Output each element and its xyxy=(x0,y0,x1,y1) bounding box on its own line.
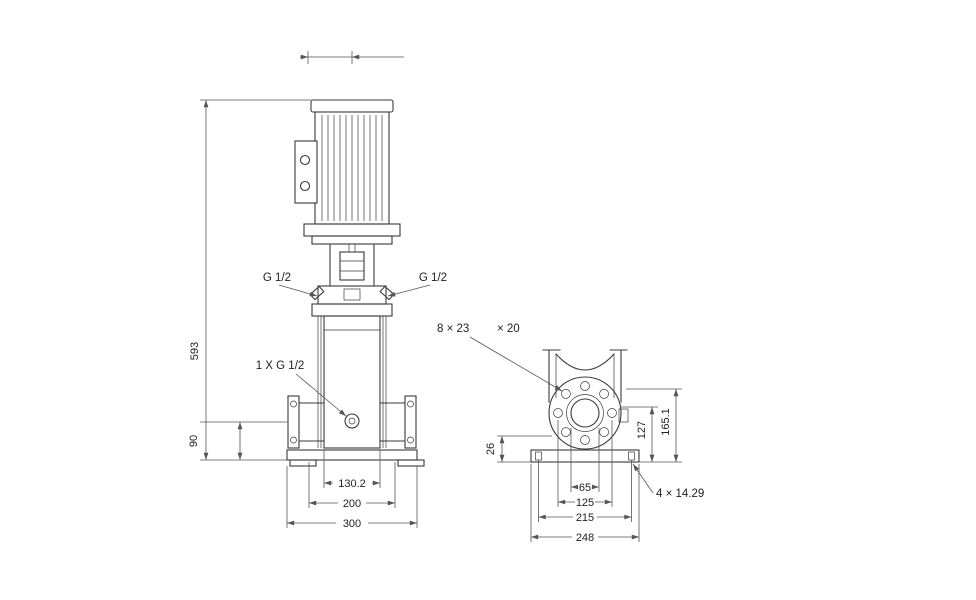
motor-fins xyxy=(321,115,383,221)
end-view xyxy=(530,349,640,463)
dim-mid-width: 200 xyxy=(343,498,361,510)
anchor-slot-left xyxy=(535,451,542,461)
motor-flange xyxy=(303,223,401,237)
cable-entry-top xyxy=(299,154,311,166)
drain-plug xyxy=(344,413,360,429)
base-holes-label: 4 × 14.29 xyxy=(656,488,704,500)
terminal-box xyxy=(294,140,318,204)
dimension-total-height: 593 xyxy=(189,99,311,461)
flange-holes-label: 8 × 23 xyxy=(437,323,469,335)
dimension-flange-hole-span: 125 xyxy=(557,420,613,509)
dim-port-center-height: 127 xyxy=(636,421,648,439)
dimension-port-bore: 65 xyxy=(570,428,600,494)
end-base xyxy=(530,449,640,463)
chamber-stack xyxy=(317,315,387,449)
side-boss xyxy=(618,408,629,423)
label-flange-holes: 8 × 23 × 20 xyxy=(437,323,563,392)
end-view-dimensions: 8 × 23 × 20 26 127 165.1 65 xyxy=(437,323,704,544)
port-flange-face xyxy=(548,376,629,450)
dimension-motor-top xyxy=(300,51,404,64)
base-plate xyxy=(286,449,418,461)
label-base-holes: 4 × 14.29 xyxy=(632,463,704,500)
dimension-base-step-height: 26 xyxy=(485,435,552,463)
discharge-flange xyxy=(379,395,417,449)
flange-bolt-hole xyxy=(290,436,297,444)
front-view xyxy=(286,99,425,467)
gauge-port-right-label: G 1/2 xyxy=(419,272,447,284)
dim-bracket-height: 165.1 xyxy=(660,408,672,436)
foot-right xyxy=(397,459,425,467)
coupling-lantern xyxy=(329,243,375,287)
gauge-plug-left xyxy=(309,285,325,301)
dimension-mid-width: 200 xyxy=(308,462,396,510)
dim-port-center-to-base: 90 xyxy=(188,435,200,447)
end-base-plate xyxy=(530,449,640,463)
flange-bolt-holes xyxy=(553,381,617,445)
flange-bolt-hole xyxy=(290,400,297,408)
foot-left xyxy=(289,459,317,467)
flange-outer xyxy=(548,376,622,450)
gauge-port-left-label: G 1/2 xyxy=(263,272,291,284)
head-flange xyxy=(311,303,393,317)
cable-entry-bottom xyxy=(299,180,311,192)
flange-bolt-hole xyxy=(407,436,414,444)
base xyxy=(286,449,425,467)
dim-overall-width: 300 xyxy=(343,518,361,530)
dimension-overall-width: 300 xyxy=(286,466,418,530)
label-gauge-port-right: G 1/2 xyxy=(387,272,447,297)
dim-base-step-height: 26 xyxy=(485,443,497,455)
motor xyxy=(294,99,401,245)
dimension-bracket-height: 165.1 xyxy=(626,388,682,462)
label-drain-port: 1 X G 1/2 xyxy=(256,360,347,417)
front-view-dimensions: 593 90 130.2 200 300 xyxy=(188,51,447,530)
dimension-anchor-hole-span: 215 xyxy=(538,460,632,524)
dim-stack-width: 130.2 xyxy=(338,478,366,490)
drain-plug-center xyxy=(348,417,356,425)
vent-plug xyxy=(343,288,361,301)
label-gauge-port-left: G 1/2 xyxy=(263,272,318,297)
anchor-slot-right xyxy=(628,451,635,461)
dimension-base-length: 248 xyxy=(530,464,640,544)
flange-seat xyxy=(566,394,604,432)
flange-bolt-hole xyxy=(407,400,414,408)
pump-head xyxy=(309,285,395,317)
dim-flange-hole-span: 125 xyxy=(576,497,594,509)
saddle-curve xyxy=(555,353,615,371)
dimension-port-center-height: 127 xyxy=(621,406,682,463)
drain-port-label: 1 X G 1/2 xyxy=(256,360,305,372)
dim-base-length: 248 xyxy=(576,532,594,544)
fan-cover xyxy=(310,99,394,113)
motor-stool xyxy=(311,235,393,245)
coupling xyxy=(339,251,365,281)
port-bore xyxy=(570,398,600,428)
dimension-port-height: 90 xyxy=(188,421,288,460)
dim-anchor-hole-span: 215 xyxy=(576,512,594,524)
flange-holes-suffix-label: × 20 xyxy=(497,323,520,335)
gauge-plug-right xyxy=(379,285,395,301)
suction-flange xyxy=(287,395,325,449)
dim-total-height: 593 xyxy=(189,342,201,360)
sleeve xyxy=(323,315,381,449)
dimension-stack-width: 130.2 xyxy=(323,450,381,490)
dim-port-bore: 65 xyxy=(579,482,591,494)
